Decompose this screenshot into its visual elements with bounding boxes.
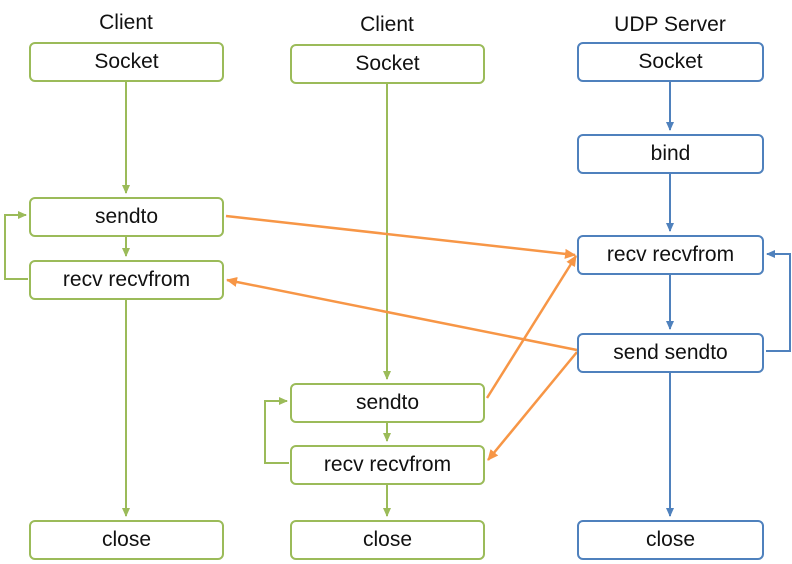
message-arrows <box>225 214 578 461</box>
client2-socket-box: Socket <box>290 44 485 84</box>
server-recv-box: recv recvfrom <box>577 235 764 275</box>
client2-close-box: close <box>290 520 485 560</box>
client2-flow-arrows <box>264 84 391 517</box>
server-close-box: close <box>577 520 764 560</box>
server-bind-box: bind <box>577 134 764 174</box>
client2-sendto-box: sendto <box>290 383 485 423</box>
server-flow-arrows <box>666 82 791 517</box>
server-socket-box: Socket <box>577 42 764 82</box>
client1-sendto-box: sendto <box>29 197 224 237</box>
client1-title: Client <box>99 11 153 34</box>
client2-recv-box: recv recvfrom <box>290 445 485 485</box>
client1-flow-arrows <box>4 82 130 517</box>
server-title: UDP Server <box>614 13 726 36</box>
server-send-box: send sendto <box>577 333 764 373</box>
client1-socket-box: Socket <box>29 42 224 82</box>
client2-title: Client <box>360 13 414 36</box>
client1-recv-box: recv recvfrom <box>29 260 224 300</box>
client1-close-box: close <box>29 520 224 560</box>
